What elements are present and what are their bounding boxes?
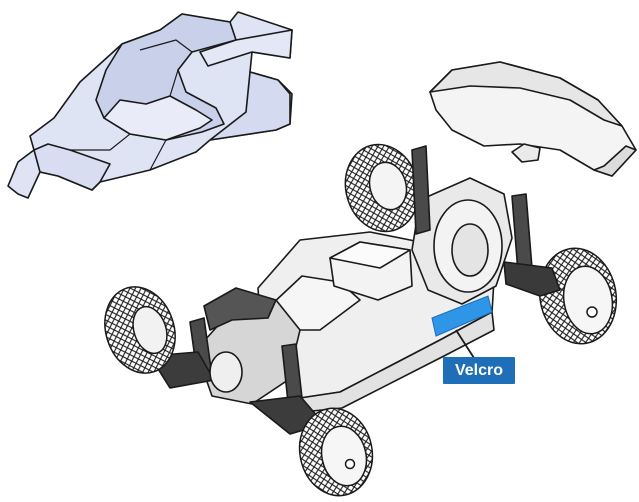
front-right-rim <box>320 425 368 487</box>
front-right-wheel <box>298 407 374 497</box>
body-shell-side-panel <box>209 71 291 141</box>
rear-wing-mount <box>511 143 541 163</box>
rear-left-wheel <box>344 143 420 233</box>
rear-wing <box>429 61 637 177</box>
rear-arm <box>503 261 561 297</box>
velcro-patch <box>431 295 493 337</box>
rear-right-wheel <box>538 247 618 345</box>
gearbox-assembly <box>411 145 561 305</box>
rear-shock-right <box>511 193 533 273</box>
electronics-box-top <box>329 241 411 269</box>
velcro-leader-line <box>455 329 475 359</box>
front-shock-tower <box>203 287 277 331</box>
velcro-patch-shape <box>431 295 493 337</box>
body-shell <box>7 11 293 199</box>
front-right-hub <box>344 458 356 470</box>
chassis-side-rail <box>299 311 495 413</box>
body-shell-nose <box>33 143 111 191</box>
front-suspension <box>149 287 325 435</box>
rear-wing-upper-edge <box>429 61 623 127</box>
front-left-rim <box>132 305 168 355</box>
rear-right-rim <box>562 265 614 335</box>
rear-left-rim <box>368 161 408 211</box>
rear-right-hub <box>586 306 598 318</box>
velcro-label: Velcro <box>443 357 515 384</box>
gearbox-cover-inner <box>451 223 489 277</box>
front-left-wheel <box>104 286 176 374</box>
rear-wing-wickerbill <box>593 145 637 177</box>
body-shell-wing-fin <box>199 29 293 67</box>
front-hub-cover <box>209 351 243 393</box>
body-shell-detail-line <box>70 39 193 171</box>
rear-shock-left <box>411 145 431 235</box>
body-shell-window <box>103 95 213 141</box>
